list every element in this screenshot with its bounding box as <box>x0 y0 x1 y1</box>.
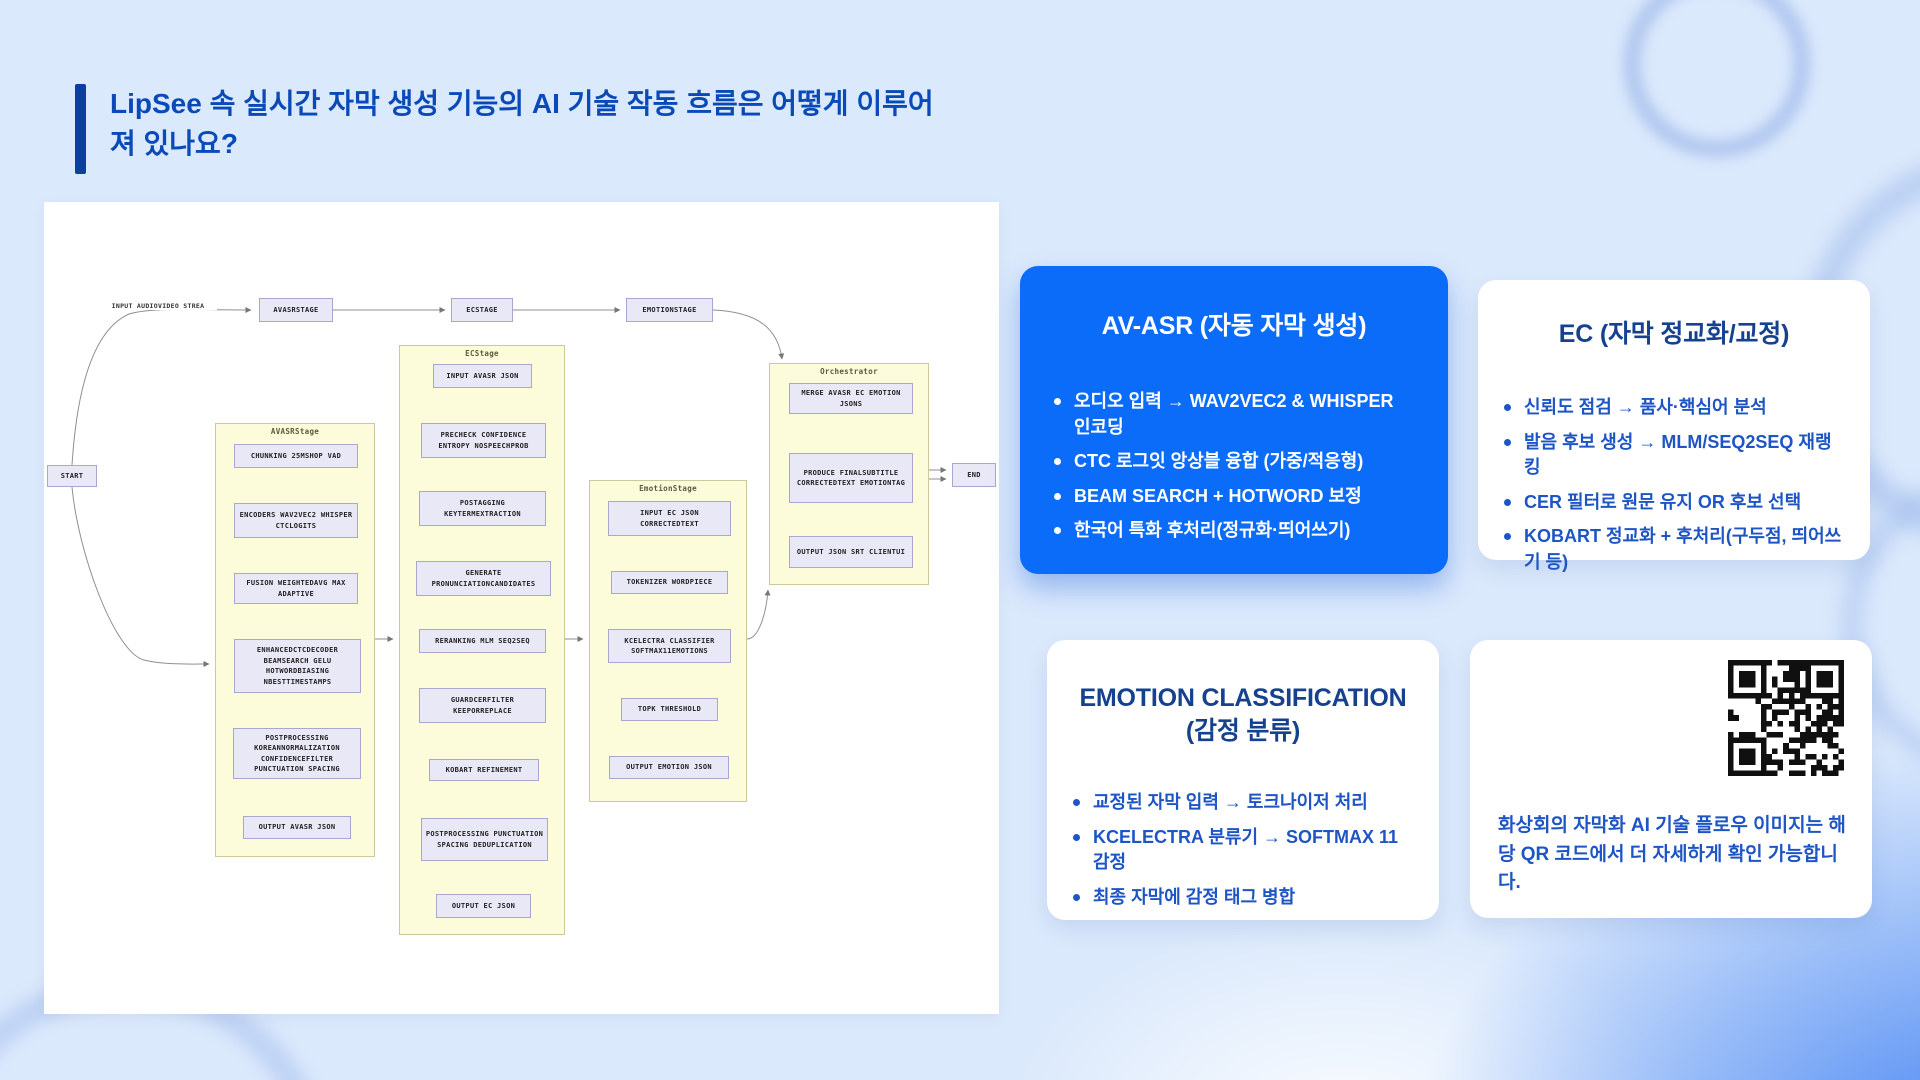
flow-group-orchestrator: Orchestrator MERGE AVASR EC EMOTION JSON… <box>769 363 929 585</box>
flow-node-output-ec-json: OUTPUT EC JSON <box>436 894 531 918</box>
flow-node-ecstage: ECSTAGE <box>451 298 513 322</box>
flow-node-chunking: CHUNKING 25MSHOP VAD <box>234 444 358 468</box>
bullet-dot-icon <box>1504 438 1511 446</box>
flow-node-output-avasr-json: OUTPUT AVASR JSON <box>243 816 351 839</box>
bullet-item: KOBART 정교화 + 후처리(구두점, 띄어쓰기 등) <box>1504 524 1844 575</box>
flow-group-ecstage: ECStage INPUT AVASR JSON PRECHECK CONFID… <box>399 345 565 935</box>
bullet-item: 최종 자막에 감정 태그 병합 <box>1073 885 1413 911</box>
flow-node-guardcerfilter: GUARDCERFILTER KEEPORREPLACE <box>419 688 546 723</box>
card-avasr-title: AV-ASR (자동 자막 생성) <box>1101 312 1367 340</box>
card-ec-title: EC (자막 정교화/교정) <box>1558 320 1790 348</box>
bullet-item: BEAM SEARCH + HOTWORD 보정 <box>1054 484 1414 510</box>
bullet-dot-icon <box>1054 398 1061 405</box>
bullet-item: KCELECTRA 분류기 → SOFTMAX 11 감정 <box>1073 825 1413 876</box>
flow-group-avasrstage: AVASRStage CHUNKING 25MSHOP VAD ENCODERS… <box>215 423 375 857</box>
bullet-text: CER 필터로 원문 유지 OR 후보 선택 <box>1524 491 1802 512</box>
bullet-dot-icon <box>1504 498 1511 506</box>
bullet-item: 오디오 입력 → WAV2VEC2 & WHISPER 인코딩 <box>1054 389 1414 440</box>
bullet-text: 신뢰도 점검 → 품사·핵심어 분석 <box>1524 397 1767 417</box>
bullet-dot-icon <box>1073 833 1080 841</box>
flowchart-panel: INPUT AUDIOVIDEO STREA START AVASRSTAGE … <box>44 202 999 1014</box>
bullet-text: BEAM SEARCH + HOTWORD 보정 <box>1074 485 1362 506</box>
flow-node-produce-final-subtitle: PRODUCE FINALSUBTITLE CORRECTEDTEXT EMOT… <box>789 453 913 503</box>
decor-ring-top <box>1623 0 1811 158</box>
bullet-item: 신뢰도 점검 → 품사·핵심어 분석 <box>1504 395 1844 421</box>
flow-node-tokenizer: TOKENIZER WORDPIECE <box>611 571 728 594</box>
bullet-text: KCELECTRA 분류기 → SOFTMAX 11 감정 <box>1093 826 1399 873</box>
flow-node-reranking: RERANKING MLM SEQ2SEQ <box>419 629 546 653</box>
card-ec: EC (자막 정교화/교정) 신뢰도 점검 → 품사·핵심어 분석 발음 후보 … <box>1478 280 1870 572</box>
flow-group-emotionstage-label: EmotionStage <box>639 484 697 493</box>
bullet-text: 최종 자막에 감정 태그 병합 <box>1093 886 1296 907</box>
card-ec-bullets: 신뢰도 점검 → 품사·핵심어 분석 발음 후보 생성 → MLM/SEQ2SE… <box>1504 395 1844 575</box>
flow-node-end: END <box>952 463 996 487</box>
flow-node-start: START <box>47 465 97 487</box>
bullet-text: CTC 로그잇 앙상블 융합 (가중/적응형) <box>1074 451 1364 472</box>
bullet-item: CER 필터로 원문 유지 OR 후보 선택 <box>1504 490 1844 516</box>
card-avasr: AV-ASR (자동 자막 생성) 오디오 입력 → WAV2VEC2 & WH… <box>1020 266 1448 574</box>
edge-label-input-stream: INPUT AUDIOVIDEO STREA <box>99 302 217 310</box>
card-avasr-bullets: 오디오 입력 → WAV2VEC2 & WHISPER 인코딩 CTC 로그잇 … <box>1054 389 1414 544</box>
flow-node-ctc-decoder: ENHANCEDCTCDECODER BEAMSEARCH GELU HOTWO… <box>234 639 361 693</box>
qr-code <box>1728 660 1844 776</box>
card-emotion-title: EMOTION CLASSIFICATION (감정 분류) <box>1073 682 1413 747</box>
card-emotion: EMOTION CLASSIFICATION (감정 분류) 교정된 자막 입력… <box>1047 640 1439 920</box>
flow-node-kcelectra: KCELECTRA CLASSIFIER SOFTMAX11EMOTIONS <box>608 629 731 663</box>
flow-node-output-json-srt: OUTPUT JSON SRT CLIENTUI <box>789 536 913 568</box>
flow-node-emotionstage: EMOTIONSTAGE <box>626 298 713 322</box>
flow-node-topk-threshold: TOPK THRESHOLD <box>621 698 718 721</box>
bullet-dot-icon <box>1504 404 1511 411</box>
bullet-text: 발음 후보 생성 → MLM/SEQ2SEQ 재랭킹 <box>1524 431 1832 478</box>
bullet-dot-icon <box>1054 527 1061 535</box>
flow-node-input-ec-json: INPUT EC JSON CORRECTEDTEXT <box>608 501 731 536</box>
flow-node-encoders: ENCODERS WAV2VEC2 WHISPER CTCLOGITS <box>234 503 358 538</box>
flow-group-orchestrator-label: Orchestrator <box>820 367 878 376</box>
title-block: LipSee 속 실시간 자막 생성 기능의 AI 기술 작동 흐름은 어떻게 … <box>75 84 950 174</box>
flow-node-generate-candidates: GENERATE PRONUNCIATIONCANDIDATES <box>416 561 551 596</box>
flow-group-emotionstage: EmotionStage INPUT EC JSON CORRECTEDTEXT… <box>589 480 747 802</box>
qr-caption: 화상회의 자막화 AI 기술 플로우 이미지는 해당 QR 코드에서 더 자세하… <box>1498 815 1846 893</box>
bullet-text: 한국어 특화 후처리(정규화·띄어쓰기) <box>1074 520 1351 541</box>
flow-node-avasr-postprocessing: POSTPROCESSING KOREANNORMALIZATION CONFI… <box>233 728 361 779</box>
bullet-dot-icon <box>1073 893 1080 901</box>
flow-node-precheck: PRECHECK CONFIDENCE ENTROPY NOSPEECHPROB <box>421 423 546 458</box>
card-emotion-bullets: 교정된 자막 입력 → 토크나이저 처리 KCELECTRA 분류기 → SOF… <box>1073 790 1413 910</box>
flow-node-output-emotion-json: OUTPUT EMOTION JSON <box>609 756 729 779</box>
flow-node-kobart-refinement: KOBART REFINEMENT <box>429 759 539 781</box>
bullet-text: 교정된 자막 입력 → 토크나이저 처리 <box>1093 792 1368 812</box>
bullet-dot-icon <box>1073 799 1080 806</box>
flow-node-postagging: POSTAGGING KEYTERMEXTRACTION <box>419 491 546 526</box>
flow-node-ec-postprocessing: POSTPROCESSING PUNCTUATION SPACING DEDUP… <box>421 818 548 861</box>
bullet-dot-icon <box>1504 533 1511 541</box>
bullet-dot-icon <box>1054 492 1061 500</box>
title-accent-bar <box>75 84 86 174</box>
card-emotion-title-line1: EMOTION CLASSIFICATION <box>1079 684 1407 712</box>
bullet-dot-icon <box>1054 458 1061 466</box>
flow-node-avasrstage: AVASRSTAGE <box>259 298 333 322</box>
bullet-item: CTC 로그잇 앙상블 융합 (가중/적응형) <box>1054 449 1414 475</box>
flow-group-avasrstage-label: AVASRStage <box>270 427 320 436</box>
flow-node-merge-jsons: MERGE AVASR EC EMOTION JSONS <box>789 383 913 414</box>
card-emotion-title-line2: (감정 분류) <box>1185 716 1301 745</box>
flow-node-fusion: FUSION WEIGHTEDAVG MAX ADAPTIVE <box>234 573 358 604</box>
bullet-text: KOBART 정교화 + 후처리(구두점, 띄어쓰기 등) <box>1524 526 1842 572</box>
bullet-item: 발음 후보 생성 → MLM/SEQ2SEQ 재랭킹 <box>1504 430 1844 481</box>
page-title: LipSee 속 실시간 자막 생성 기능의 AI 기술 작동 흐름은 어떻게 … <box>110 88 934 159</box>
bullet-item: 한국어 특화 후처리(정규화·띄어쓰기) <box>1054 518 1414 544</box>
bullet-item: 교정된 자막 입력 → 토크나이저 처리 <box>1073 790 1413 816</box>
card-qr: 화상회의 자막화 AI 기술 플로우 이미지는 해당 QR 코드에서 더 자세하… <box>1470 640 1872 918</box>
bullet-text: 오디오 입력 → WAV2VEC2 & WHISPER 인코딩 <box>1074 391 1394 437</box>
flow-node-input-avasr-json: INPUT AVASR JSON <box>433 364 532 388</box>
flow-group-ecstage-label: ECStage <box>465 349 499 358</box>
